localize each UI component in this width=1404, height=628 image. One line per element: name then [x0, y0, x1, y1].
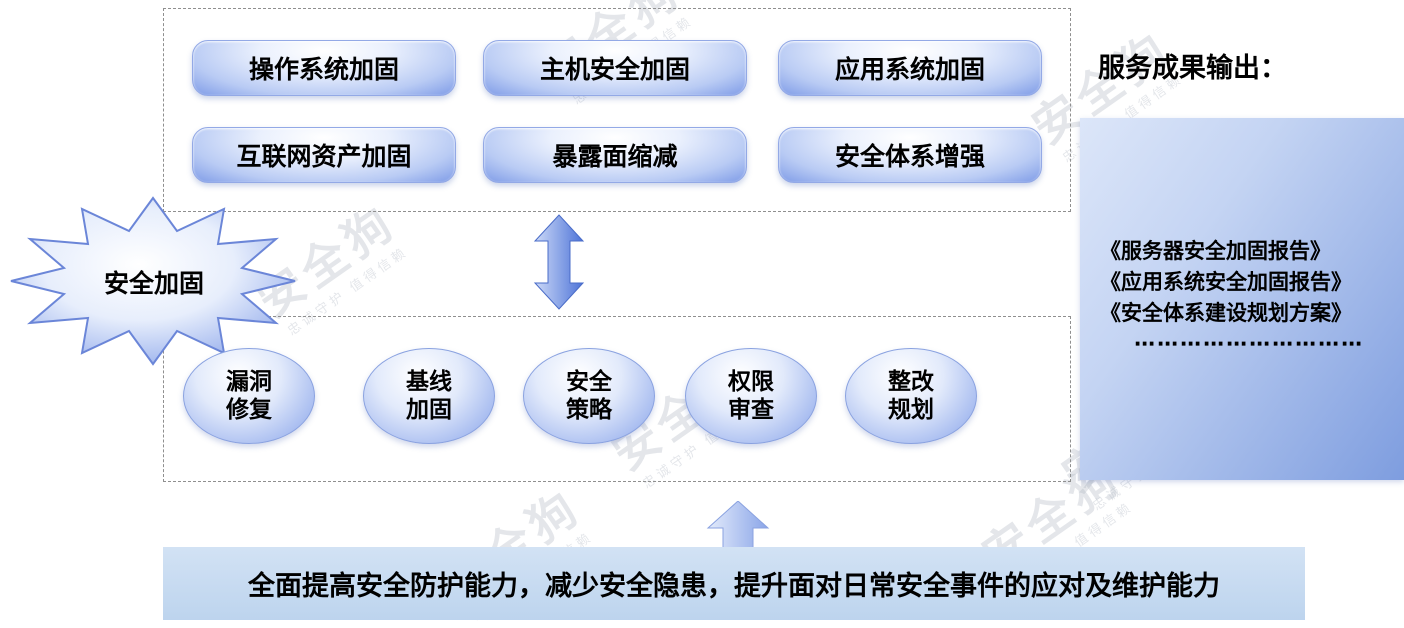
output-panel: 《服务器安全加固报告》 《应用系统安全加固报告》 《安全体系建设规划方案》 ⋯⋯… [1080, 118, 1404, 480]
service-pill-exposure-reduction: 暴露面缩减 [483, 127, 747, 183]
service-pill-app-system: 应用系统加固 [778, 40, 1042, 96]
measure-ellipse-rectification: 整改 规划 [845, 348, 977, 444]
output-line: 《安全体系建设规划方案》 [1100, 302, 1352, 325]
summary-text: 全面提高安全防护能力，减少安全隐患，提升面对日常安全事件的应对及维护能力 [248, 571, 1220, 601]
service-pill-os-hardening: 操作系统加固 [192, 40, 456, 96]
measure-ellipse-vuln-fix: 漏洞 修复 [183, 348, 315, 444]
output-line: 《服务器安全加固报告》 [1100, 240, 1331, 263]
measure-ellipse-permissions: 权限 审查 [685, 348, 817, 444]
measure-ellipse-baseline: 基线 加固 [363, 348, 495, 444]
hardening-services-panel [163, 8, 1071, 212]
up-arrow-icon [706, 501, 770, 549]
measures-panel [163, 316, 1071, 482]
summary-bar: 全面提高安全防护能力，减少安全隐患，提升面对日常安全事件的应对及维护能力 [163, 547, 1305, 620]
measure-ellipse-policy: 安全 策略 [523, 348, 655, 444]
service-pill-internet-assets: 互联网资产加固 [192, 127, 456, 183]
output-line: 《应用系统安全加固报告》 [1100, 271, 1352, 294]
star-label: 安全加固 [103, 270, 204, 298]
output-ellipsis: ⋯⋯⋯⋯⋯⋯⋯⋯⋯⋯ [1134, 333, 1364, 356]
security-hardening-star: 安全加固 [8, 196, 300, 368]
output-title: 服务成果输出： [1098, 53, 1287, 83]
double-arrow-icon [533, 214, 585, 310]
service-pill-security-system: 安全体系增强 [778, 127, 1042, 183]
service-pill-host-security: 主机安全加固 [483, 40, 747, 96]
